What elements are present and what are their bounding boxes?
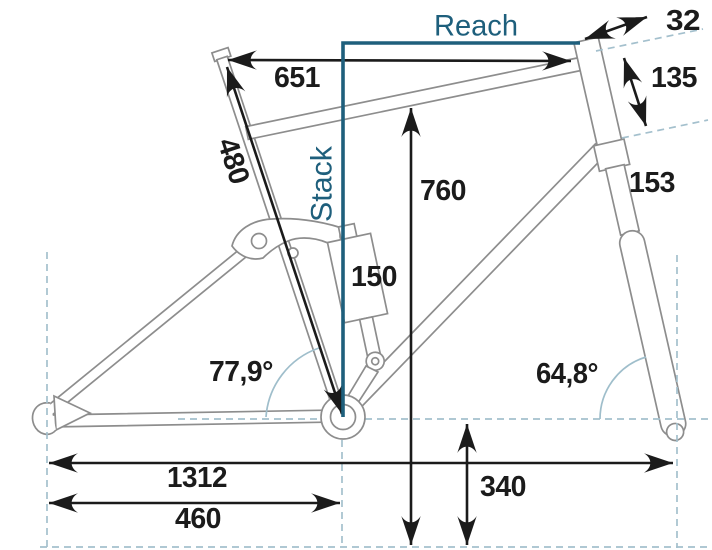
dim-shock-travel-label: 150 — [351, 261, 397, 293]
head-tube-angle-label: 64,8° — [536, 358, 598, 390]
dim-top-tube-arrow — [227, 50, 572, 71]
rocker-pivot-left — [250, 232, 268, 250]
dim-head-extension-label: 32 — [666, 5, 700, 37]
dim-head-extension-arrow — [584, 15, 648, 41]
rear-shock — [326, 222, 389, 372]
reach-stack-lines — [341, 41, 580, 417]
dim-head-tube-label: 135 — [651, 62, 697, 94]
dim-seat-tube-arrow — [225, 66, 344, 415]
seat-stay — [43, 233, 266, 418]
head-tube — [572, 36, 623, 148]
dim-fork-label: 153 — [629, 167, 675, 199]
dim-bb-height-label: 340 — [480, 471, 526, 503]
stack-label: Stack — [306, 145, 339, 222]
seat-angle-arc — [265, 347, 320, 418]
head-angle-arc — [599, 356, 647, 420]
dim-wheelbase-label: 1312 — [167, 462, 227, 494]
dimension-arrows — [49, 15, 673, 545]
dim-standover-label: 760 — [420, 175, 466, 207]
rear-dropout-hook — [31, 402, 57, 436]
dim-head-tube-arrow — [622, 57, 648, 127]
reach-label: Reach — [434, 10, 518, 43]
rear-dropout-plate — [53, 394, 92, 432]
shock-eyelet-bolt — [370, 356, 380, 366]
fork-assembly — [572, 36, 687, 442]
shock-shaft — [358, 315, 382, 358]
head-top-extension-guide — [595, 28, 704, 52]
dim-top-tube-label: 651 — [274, 62, 320, 94]
seat-tube-angle-label: 77,9° — [209, 356, 273, 388]
head-bottom-extension-guide — [621, 119, 709, 139]
labels: Reach Stack 32 651 135 480 760 153 150 7… — [167, 5, 701, 535]
dim-chainstay-label: 460 — [175, 503, 221, 535]
